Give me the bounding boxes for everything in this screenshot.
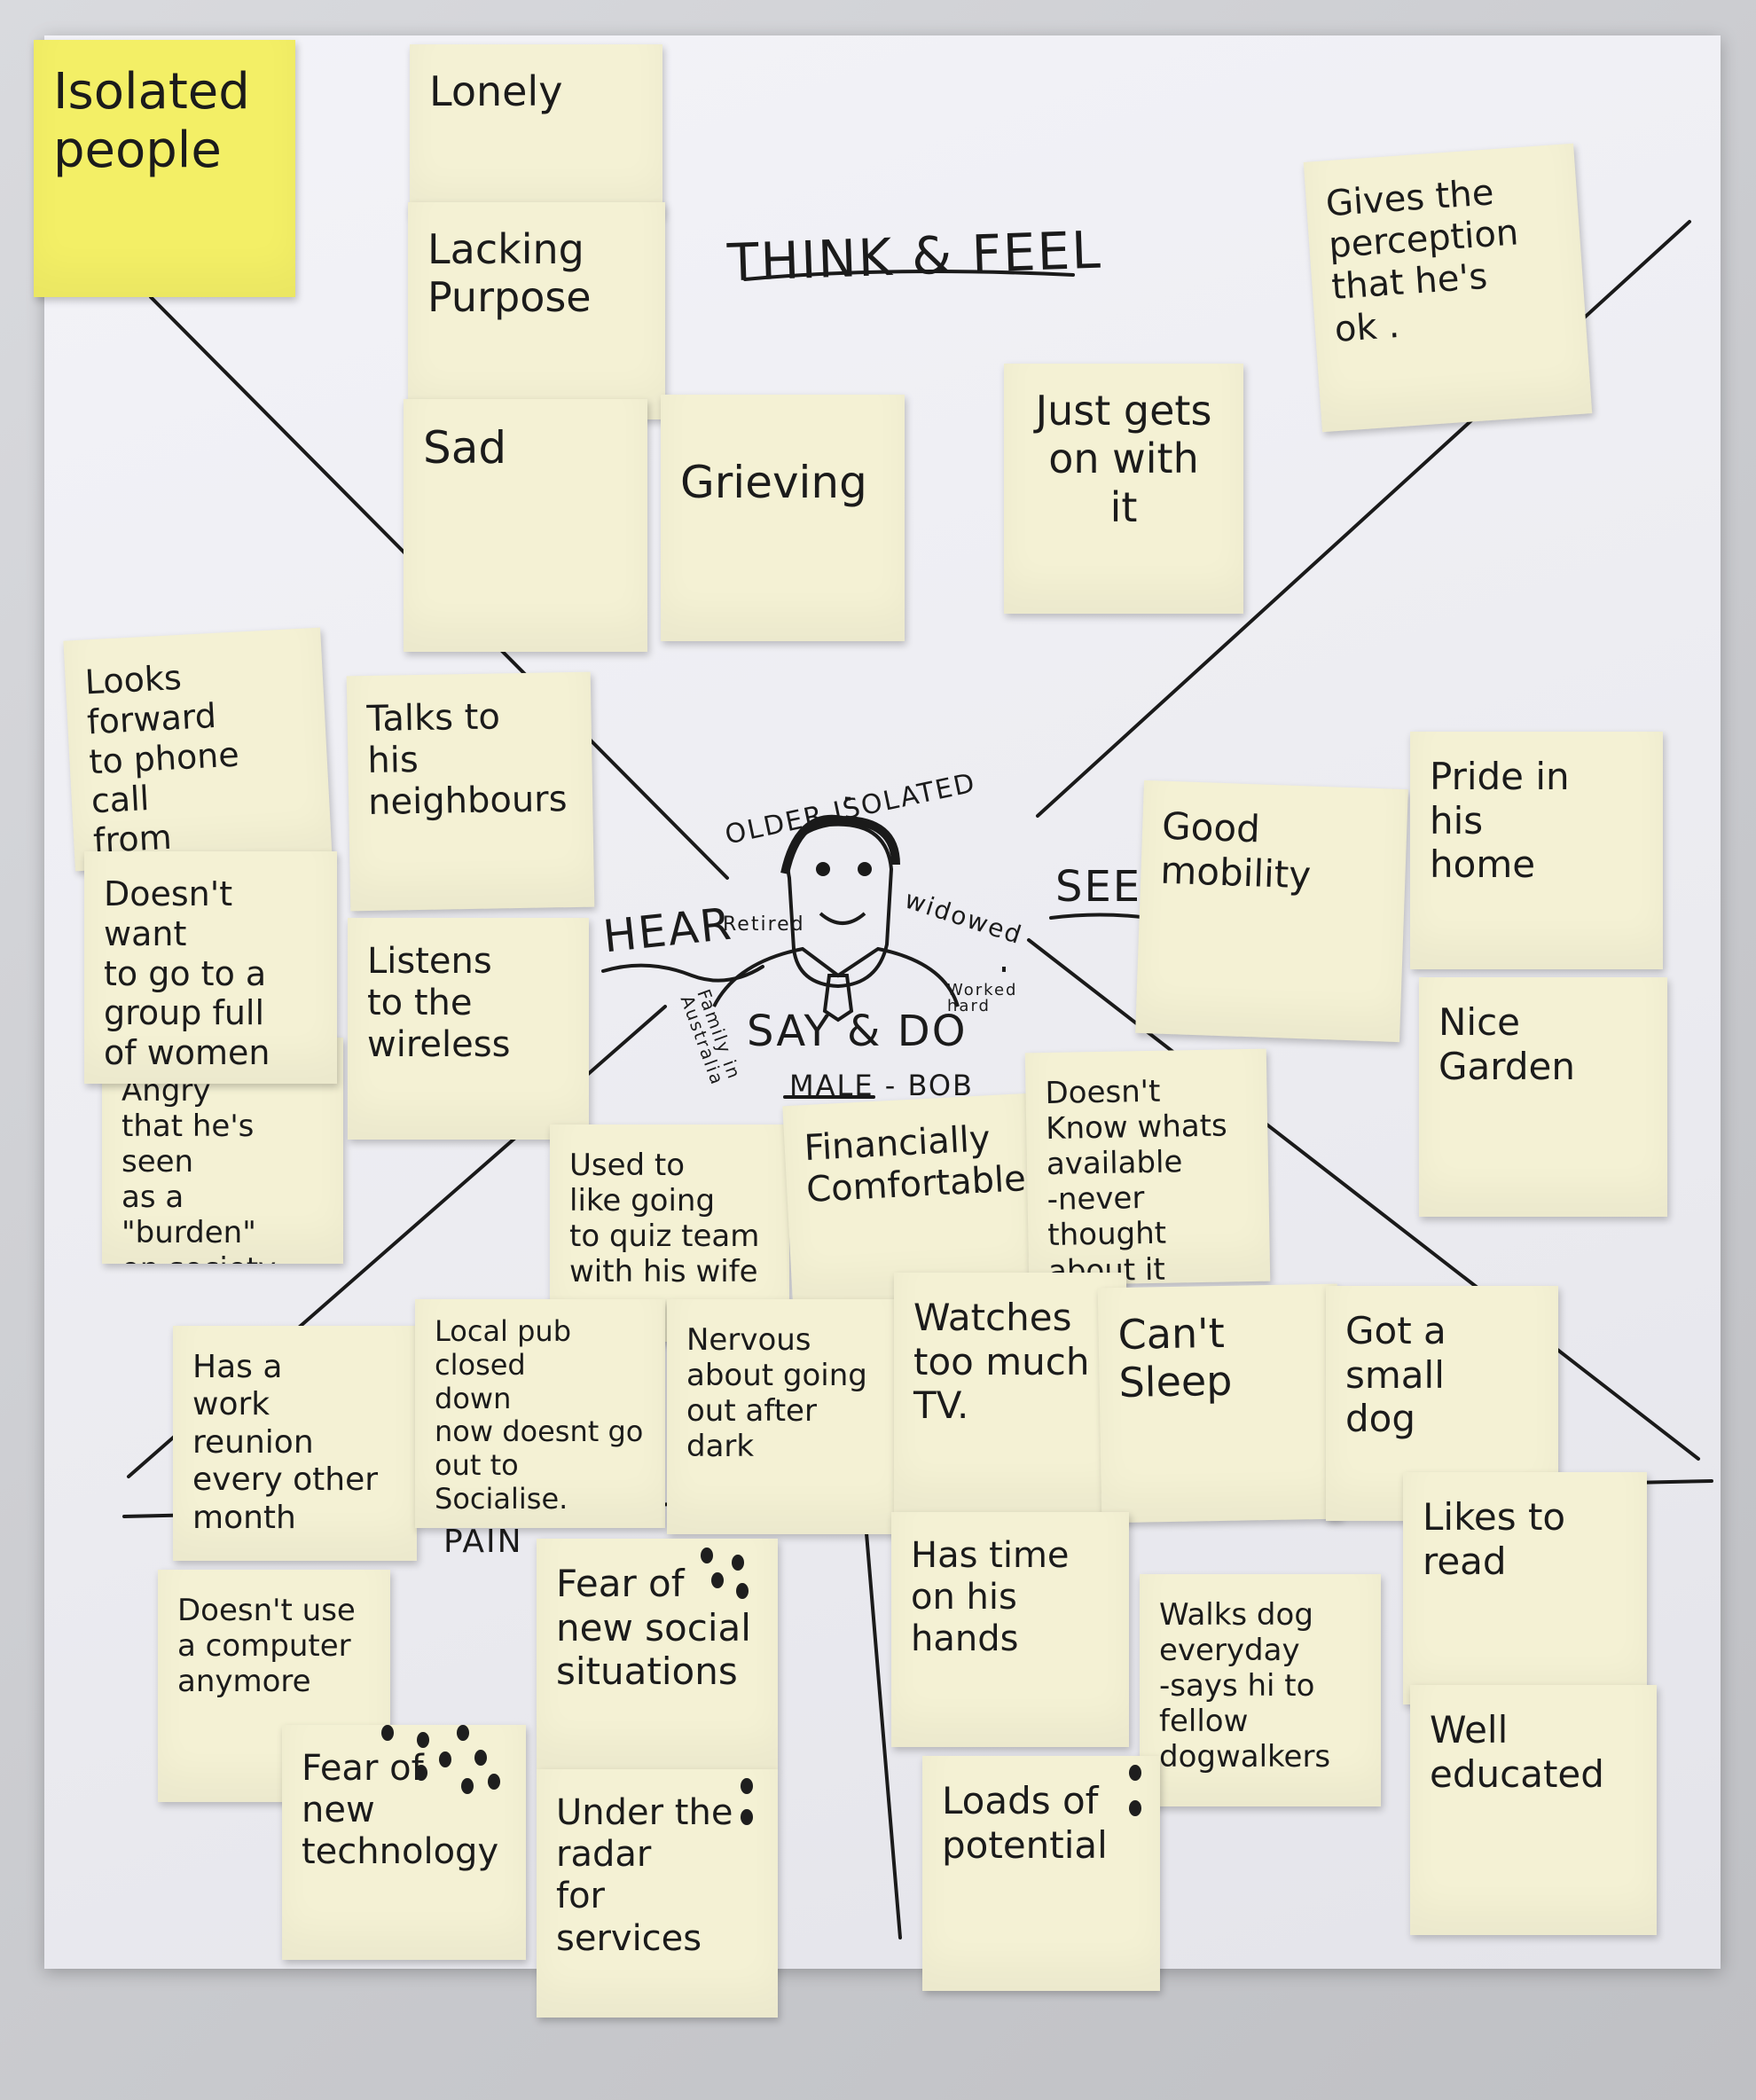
sticky-note-doesnt-want-group[interactable]: Doesn't want to go to a group full of wo… — [84, 851, 337, 1084]
dot-stickers-loads-potential — [1125, 1765, 1151, 1818]
dot-stickers-fear-social — [692, 1548, 754, 1601]
section-title-say-do: SAY & DO — [747, 1007, 968, 1056]
think-feel-underline — [743, 270, 1075, 281]
see-underline — [1049, 913, 1150, 920]
sticky-note-lacking-purpose[interactable]: Lacking Purpose — [408, 202, 665, 419]
sticky-note-looks-forward[interactable]: Looks forward to phone call from GrandKi… — [63, 627, 333, 872]
persona-tie — [822, 974, 854, 1023]
sticky-note-just-gets-on[interactable]: Just gets on with it — [1004, 364, 1243, 614]
sticky-note-sad[interactable]: Sad — [404, 399, 647, 652]
sticky-note-fear-technology[interactable]: Fear of new technology — [282, 1725, 526, 1960]
sticky-note-doesnt-know[interactable]: Doesn't Know whats available -never thou… — [1024, 1048, 1271, 1286]
sticky-note-nice-garden[interactable]: Nice Garden — [1419, 977, 1667, 1217]
persona-eye-left — [816, 862, 830, 876]
sticky-note-grieving[interactable]: Grieving — [661, 395, 905, 641]
divider-vertical — [863, 1510, 902, 1939]
sticky-note-good-mobility[interactable]: Good mobility — [1135, 780, 1408, 1043]
sticky-note-fear-social[interactable]: Fear of new social situations — [537, 1539, 778, 1769]
sticky-note-well-educated[interactable]: Well educated — [1410, 1685, 1657, 1935]
persona-name: MALE - BOB — [789, 1069, 974, 1102]
persona-drawing — [665, 796, 1006, 1137]
sticky-note-walks-dog[interactable]: Walks dog everyday -says hi to fellow do… — [1140, 1574, 1381, 1806]
sticky-note-local-pub[interactable]: Local pub closed down now doesnt go out … — [415, 1299, 665, 1528]
sticky-note-gives-perception[interactable]: Gives the perception that he's ok . — [1303, 143, 1593, 433]
persona-hair — [780, 814, 900, 875]
persona-smile — [819, 912, 866, 925]
persona-body — [712, 946, 960, 1007]
persona-label-retired: Retired — [723, 913, 805, 936]
sticky-note-nervous[interactable]: Nervous about going out after dark — [667, 1299, 906, 1534]
sticky-note-talks-neighbours[interactable]: Talks to his neighbours — [346, 671, 595, 912]
sticky-note-watches-tv[interactable]: Watches too much TV. — [894, 1273, 1126, 1512]
persona-head — [786, 822, 894, 989]
sticky-note-cant-sleep[interactable]: Can't Sleep — [1097, 1283, 1342, 1524]
section-title-pain: PAIN — [443, 1524, 523, 1560]
sticky-note-pride-home[interactable]: Pride in his home — [1410, 732, 1663, 969]
sticky-note-lonely[interactable]: Lonely — [410, 44, 662, 217]
sticky-note-isolated-people[interactable]: Isolated people — [34, 40, 295, 297]
persona-label-worked-hard: Worked hard — [947, 981, 1018, 1015]
sticky-note-likes-read[interactable]: Likes to read — [1403, 1472, 1647, 1704]
section-title-see: SEE — [1055, 862, 1142, 912]
sticky-note-has-time[interactable]: Has time on his hands — [891, 1512, 1129, 1747]
sticky-note-loads-potential[interactable]: Loads of potential — [922, 1756, 1160, 1991]
persona-circle — [665, 796, 1006, 1137]
dot-stickers-fear-technology — [381, 1725, 523, 1805]
dot-stickers-under-radar — [736, 1778, 763, 1831]
sticky-note-work-reunion[interactable]: Has a work reunion every other month — [173, 1326, 417, 1561]
sticky-note-under-radar[interactable]: Under the radar for services — [537, 1769, 778, 2018]
sticky-note-listens-wireless[interactable]: Listens to the wireless — [348, 918, 589, 1140]
persona-eye-right — [858, 862, 872, 876]
